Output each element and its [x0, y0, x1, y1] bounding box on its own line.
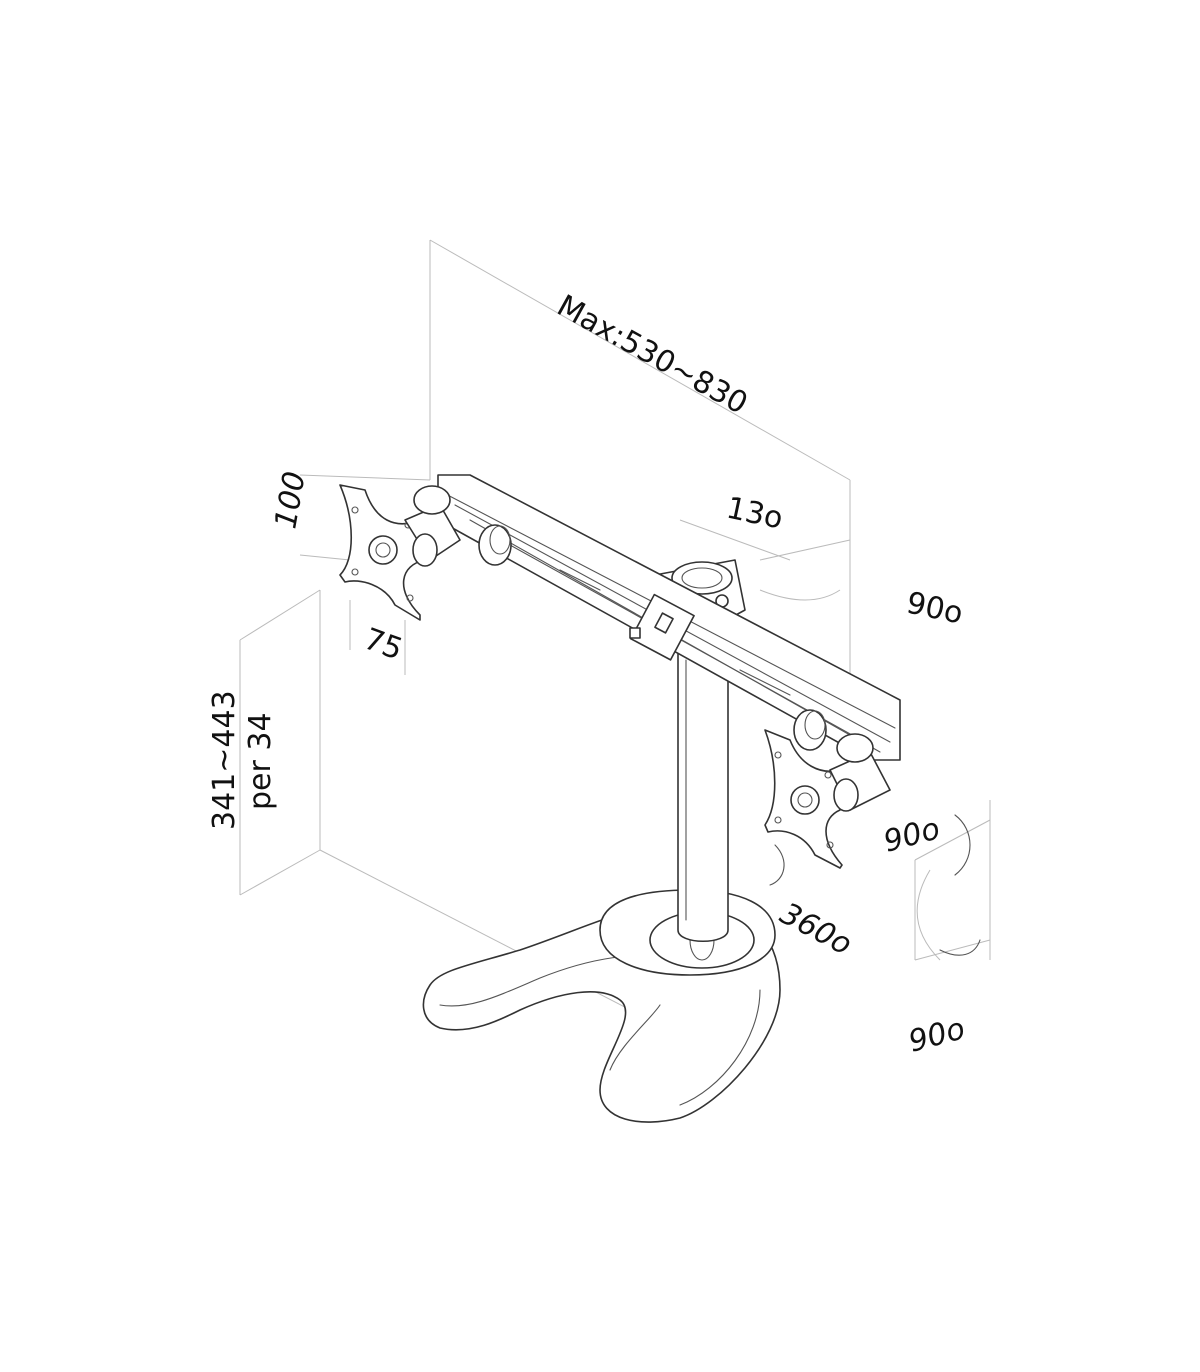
- bottom-rotation-label: 90o: [905, 1011, 969, 1059]
- dimension-guides: [239, 239, 991, 1021]
- rotation-arrows: [769, 814, 981, 956]
- height-step-label: per 34: [243, 712, 278, 810]
- stand-column: [677, 649, 729, 942]
- right-vesa-plate: [764, 709, 891, 869]
- pole-rotation-label: 360o: [774, 896, 857, 962]
- vesa-75-label: 75: [359, 622, 407, 668]
- swivel-top-label: 90o: [903, 586, 966, 632]
- left-vesa-plate: [339, 484, 512, 621]
- vesa-100-label: 100: [268, 469, 312, 531]
- crossbar-rail: [437, 474, 901, 761]
- max-span-label: Max:530~830: [551, 288, 753, 421]
- height-range-label: 341~443: [207, 690, 242, 830]
- tilt-label: 13o: [723, 491, 786, 537]
- rotate-right-label: 90o: [880, 811, 944, 859]
